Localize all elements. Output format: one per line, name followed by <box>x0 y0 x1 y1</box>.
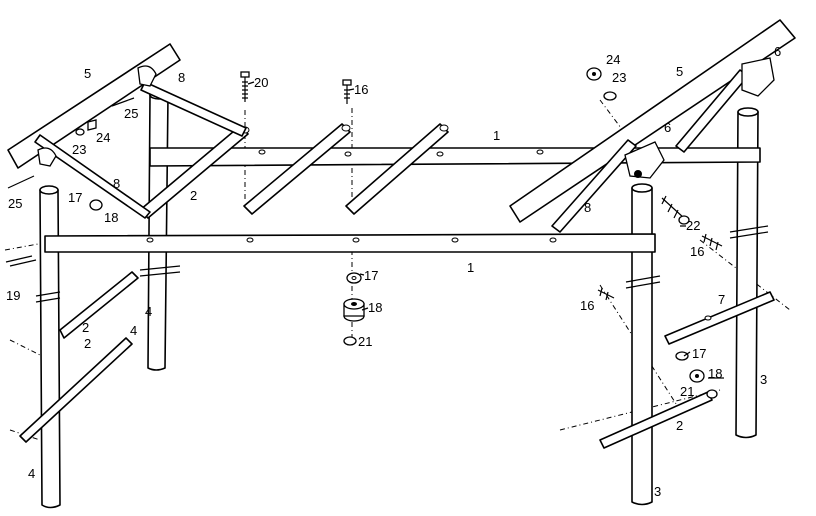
cap-21-center <box>343 336 357 346</box>
callout-20: 20 <box>254 75 268 90</box>
callout-18: 18 <box>708 366 722 381</box>
bolt-16-right <box>701 233 723 251</box>
callout-8: 8 <box>178 70 185 85</box>
callout-21: 21 <box>358 334 372 349</box>
callout-16: 16 <box>580 298 594 313</box>
callout-22: 22 <box>686 218 700 233</box>
callout-6: 6 <box>774 44 781 59</box>
callout-5: 5 <box>84 66 91 81</box>
bolt-25-left <box>7 175 35 189</box>
part-number-labels: 1 1 2 2 2 2 3 3 4 4 4 5 5 6 6 7 8 8 8 16… <box>6 44 781 499</box>
callout-1: 1 <box>493 128 500 143</box>
right-lower-hardware <box>675 351 718 399</box>
callout-17: 17 <box>364 268 378 283</box>
callout-2: 2 <box>676 418 683 433</box>
bolt-16-lower <box>597 287 615 301</box>
bolt-20 <box>240 71 250 102</box>
callout-2: 2 <box>82 320 89 335</box>
leg-back-right <box>729 107 769 439</box>
callout-5: 5 <box>676 64 683 79</box>
callout-21: 21 <box>680 384 694 399</box>
callout-1: 1 <box>467 260 474 275</box>
left-small-hardware <box>75 119 103 211</box>
leader-lines <box>247 81 724 379</box>
callout-8: 8 <box>584 200 591 215</box>
leg-back-left <box>139 90 181 371</box>
callout-24: 24 <box>96 130 110 145</box>
callout-4: 4 <box>145 304 152 319</box>
callout-25: 25 <box>8 196 22 211</box>
bolt-19 <box>5 255 37 267</box>
washer-17-center <box>346 272 362 284</box>
callout-2: 2 <box>190 188 197 203</box>
left-canopy-bars <box>7 43 247 219</box>
leg-front-left <box>35 185 61 509</box>
rail-front <box>44 233 656 253</box>
washer-23-right <box>603 91 617 101</box>
callout-18: 18 <box>368 300 382 315</box>
bolt-16-top <box>342 79 352 104</box>
callout-4: 4 <box>130 323 137 338</box>
bolt-22 <box>661 195 690 225</box>
rail-back <box>149 147 761 167</box>
callout-4: 4 <box>28 466 35 481</box>
right-brackets <box>624 57 775 179</box>
callout-3: 3 <box>760 372 767 387</box>
callout-24: 24 <box>606 52 620 67</box>
callout-3: 3 <box>654 484 661 499</box>
bolt-25-top <box>111 97 135 107</box>
callout-19: 19 <box>6 288 20 303</box>
callout-16: 16 <box>354 82 368 97</box>
leg-front-right <box>625 183 661 506</box>
lower-braces <box>19 271 775 449</box>
callout-25: 25 <box>124 106 138 121</box>
callout-7: 7 <box>718 292 725 307</box>
callout-17: 17 <box>68 190 82 205</box>
callout-6: 6 <box>664 120 671 135</box>
left-clamps <box>37 65 157 167</box>
callout-18: 18 <box>104 210 118 225</box>
top-cross-tubes <box>139 123 449 219</box>
callout-16: 16 <box>690 244 704 259</box>
callout-23: 23 <box>72 142 86 157</box>
callout-23: 23 <box>612 70 626 85</box>
callout-17: 17 <box>692 346 706 361</box>
right-canopy-bars <box>509 19 796 233</box>
callout-2: 2 <box>84 336 91 351</box>
nut-24-right <box>586 67 602 81</box>
callout-8: 8 <box>113 176 120 191</box>
cap-18-center <box>343 298 365 322</box>
